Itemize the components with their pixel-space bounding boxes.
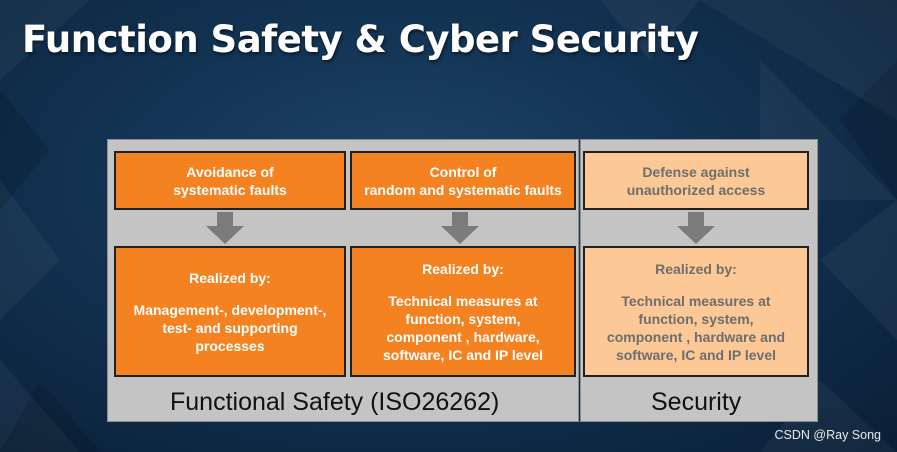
realized-by-label: Realized by: bbox=[422, 260, 504, 277]
avoidance-systematic-faults-text: Avoidance of systematic faults bbox=[173, 163, 287, 198]
processes-details-text: Management-, development-, test- and sup… bbox=[133, 301, 327, 354]
realized-by-label: Realized by: bbox=[189, 269, 271, 286]
avoidance-systematic-faults-box: Avoidance of systematic faults bbox=[114, 151, 346, 210]
slide-title: Function Safety & Cyber Security bbox=[22, 18, 699, 61]
control-random-systematic-faults-box: Control of random and systematic faults bbox=[350, 151, 576, 210]
control-faults-text: Control of random and systematic faults bbox=[364, 163, 562, 198]
security-realized-by-box: Realized by: Technical measures at funct… bbox=[583, 246, 809, 377]
realized-by-technical-measures-box: Realized by: Technical measures at funct… bbox=[350, 246, 576, 377]
functional-safety-label: Functional Safety (ISO26262) bbox=[170, 388, 500, 416]
realized-by-label: Realized by: bbox=[655, 260, 737, 277]
technical-measures-details-text: Technical measures at function, system, … bbox=[382, 292, 544, 363]
security-technical-measures-text: Technical measures at function, system, … bbox=[606, 292, 786, 363]
csdn-watermark: CSDN @Ray Song bbox=[774, 428, 881, 442]
security-label: Security bbox=[651, 388, 742, 416]
defense-unauthorized-access-text: Defense against unauthorized access bbox=[626, 163, 766, 198]
down-arrow-icon bbox=[441, 212, 479, 244]
down-arrow-icon bbox=[206, 212, 244, 244]
defense-unauthorized-access-box: Defense against unauthorized access bbox=[583, 151, 809, 210]
down-arrow-icon bbox=[677, 212, 715, 244]
realized-by-processes-box: Realized by: Management-, development-, … bbox=[114, 246, 346, 377]
